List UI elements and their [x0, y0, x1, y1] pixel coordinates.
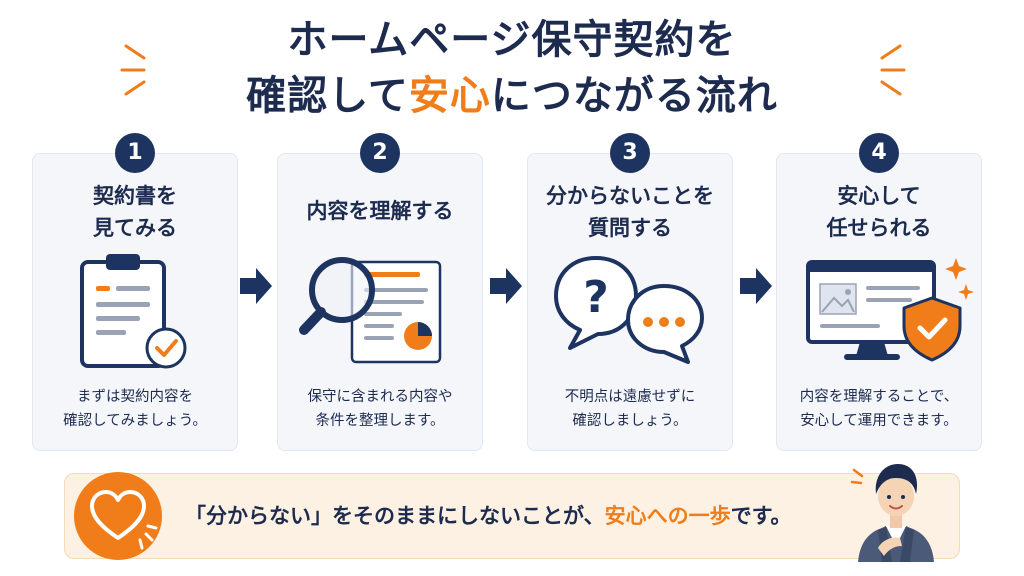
page-title-line-2: 確認して安心につながる流れ — [0, 70, 1024, 122]
title-highlight: 安心 — [408, 73, 491, 119]
arrow-right-icon — [740, 268, 772, 304]
step-desc-4: 内容を理解することで、安心して運用できます。 — [799, 389, 959, 429]
step-title-2: 内容を理解する — [306, 199, 454, 223]
step-desc-1: まずは契約内容を確認してみましょう。 — [63, 389, 207, 429]
step-number-1: 1 — [115, 133, 155, 173]
step-title-3: 分からないことを質問する — [546, 184, 714, 240]
step-number-4: 4 — [859, 133, 899, 173]
clipboard-check-icon — [80, 254, 187, 369]
spark-lines-left-icon — [120, 44, 146, 96]
person-illustration-icon — [850, 464, 934, 562]
magnifier-document-icon — [299, 257, 442, 364]
arrow-right-icon — [490, 268, 522, 304]
banner-message: 「分からない」をそのままにしないことが、安心への一歩です。 — [185, 504, 792, 528]
step-number-3: 3 — [610, 133, 650, 173]
question-chat-icon: ? — [554, 256, 704, 364]
message-banner — [64, 473, 960, 559]
step-desc-2: 保守に含まれる内容や条件を整理します。 — [307, 389, 453, 429]
heart-icon — [74, 472, 162, 560]
step-number-2: 2 — [360, 133, 400, 173]
spark-lines-right-icon — [880, 44, 906, 96]
arrow-right-icon — [240, 268, 272, 304]
step-title-1: 契約書を見てみる — [93, 184, 177, 240]
page-title-line-1: ホームページ保守契約を — [287, 17, 737, 63]
step-desc-3: 不明点は遠慮せずに確認しましょう。 — [564, 389, 696, 429]
title-text-before: 確認して — [246, 73, 409, 119]
step-title-4: 安心して任せられる — [826, 184, 932, 240]
monitor-shield-icon — [806, 258, 974, 362]
title-text-after: につながる流れ — [490, 73, 778, 119]
svg-text:?: ? — [583, 272, 609, 323]
